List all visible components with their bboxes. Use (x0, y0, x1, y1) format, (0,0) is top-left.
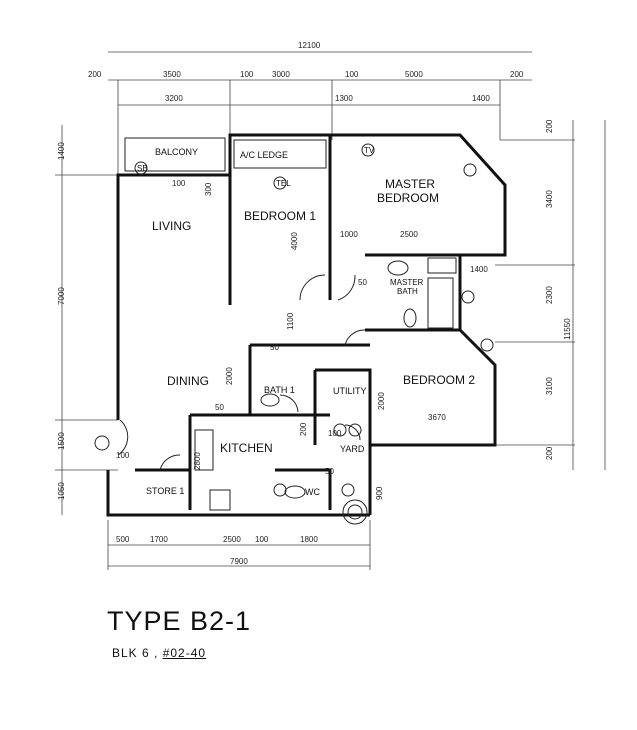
dim-right-1: 200 (545, 119, 554, 133)
dim-int-5: 2500 (400, 230, 418, 239)
dim-top-5: 100 (345, 70, 359, 79)
door-swings (117, 274, 366, 471)
dim-int-17: 50 (325, 467, 334, 476)
dim-right-3: 2300 (545, 286, 554, 304)
dim-int-10: 2000 (377, 392, 386, 410)
master-bath-label-line1: MASTER (390, 278, 424, 287)
walls (106, 133, 507, 517)
dim-bottom-1: 500 (116, 535, 130, 544)
dim-top-total: 12100 (298, 41, 321, 50)
dim-right-total: 11550 (563, 318, 572, 340)
dim-int-6: 1400 (470, 265, 488, 274)
store1-label: STORE 1 (146, 486, 184, 496)
dim-int-9: 2000 (225, 367, 234, 385)
dim-int-3: 4000 (290, 232, 299, 250)
sb-symbol: SB (137, 164, 148, 173)
dim-int-18: 900 (375, 486, 384, 500)
dim-top-sub-3: 1400 (472, 94, 490, 103)
bath1-label: BATH 1 (264, 385, 295, 395)
bedroom1-label: BEDROOM 1 (244, 209, 316, 223)
dim-left-1: 1400 (57, 142, 66, 160)
dim-top-7: 200 (510, 70, 524, 79)
dim-int-15: 2800 (193, 452, 202, 470)
dim-bottom-4: 100 (255, 535, 269, 544)
dim-int-16: 50 (215, 403, 224, 412)
kitchen-label: KITCHEN (220, 441, 273, 455)
dim-int-14: 100 (116, 451, 130, 460)
unit-number: #02-40 (162, 646, 207, 660)
floor-plan-drawing: SB TEL TV BALCONY A/C LEDGE MASTER BEDRO… (55, 41, 606, 570)
dim-top-sub-2: 1300 (335, 94, 353, 103)
tel-symbol: TEL (276, 179, 291, 188)
tv-symbol: TV (364, 146, 375, 155)
dim-int-4: 1000 (340, 230, 358, 239)
block-unit-subtitle: BLK 6 , #02-40 (112, 646, 206, 660)
master-bath-label-line2: BATH (397, 287, 418, 296)
dim-left-2: 7000 (57, 287, 66, 305)
dim-top-3: 100 (240, 70, 254, 79)
balcony-label: BALCONY (155, 147, 198, 157)
dim-right-4: 3100 (545, 377, 554, 395)
dim-left-3: 1500 (57, 432, 66, 450)
dim-int-12: 50 (270, 343, 279, 352)
dining-label: DINING (167, 374, 209, 388)
symbol-markers: SB TEL TV (94, 143, 494, 497)
dim-top-sub-1: 3200 (165, 94, 183, 103)
dim-int-7: 1100 (286, 312, 295, 330)
dimension-lines (55, 51, 606, 570)
dim-int-8: 50 (358, 278, 367, 287)
utility-label: UTILITY (333, 386, 367, 396)
dim-right-2: 3400 (545, 190, 554, 208)
dim-right-5: 200 (545, 446, 554, 460)
master-bedroom-label-line2: BEDROOM (377, 191, 439, 205)
ac-ledge-label: A/C LEDGE (240, 150, 288, 160)
dim-bottom-5: 1800 (300, 535, 318, 544)
dim-bottom-2: 1700 (150, 535, 168, 544)
dim-left-4: 1050 (57, 482, 66, 500)
dim-int-13: 100 (328, 429, 342, 438)
block-label: BLK 6 , (112, 646, 159, 660)
fixtures (194, 257, 457, 525)
dim-top-6: 5000 (405, 70, 423, 79)
plan-type-title: TYPE B2-1 (107, 606, 252, 636)
dim-top-4: 3000 (272, 70, 290, 79)
dim-bottom-3: 2500 (223, 535, 241, 544)
dim-top-2: 3500 (163, 70, 181, 79)
dim-int-2: 300 (204, 182, 213, 196)
dim-int-11: 3670 (428, 413, 446, 422)
bedroom2-label: BEDROOM 2 (403, 373, 475, 387)
master-bedroom-label-line1: MASTER (385, 177, 435, 191)
dim-int-19: 200 (299, 422, 308, 436)
yard-label: YARD (340, 444, 365, 454)
living-label: LIVING (152, 219, 191, 233)
wc-label: WC (305, 487, 320, 497)
dim-bottom-total: 7900 (230, 557, 248, 566)
dim-top-1: 200 (88, 70, 102, 79)
dim-int-1: 100 (172, 179, 186, 188)
